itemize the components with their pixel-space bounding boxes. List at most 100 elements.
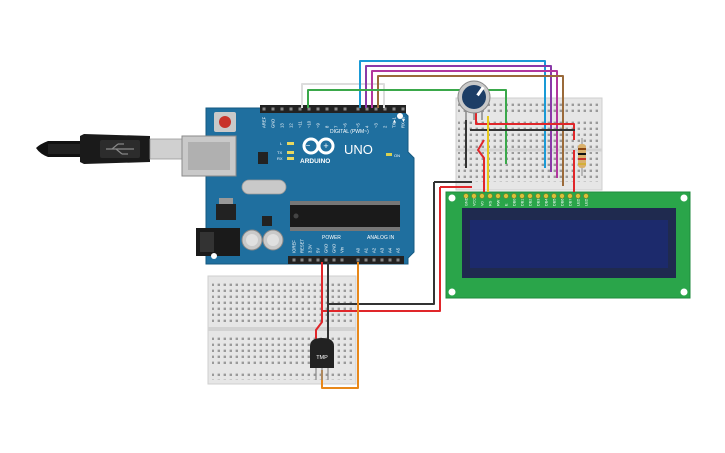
analog-pin-label: A4 — [388, 247, 393, 253]
digital-pin — [325, 107, 329, 111]
analog-pin — [396, 258, 400, 262]
temperature-sensor: TMP — [310, 338, 334, 380]
wire-red-top — [475, 108, 575, 140]
power-pin — [324, 258, 328, 262]
lcd-pin-label: RW — [497, 199, 501, 206]
digital-pin — [383, 107, 387, 111]
digital-pin — [392, 107, 396, 111]
power-pin-label: IOREF — [292, 240, 297, 253]
power-pin — [300, 258, 304, 262]
resistor — [578, 138, 586, 176]
arduino-brand-text: ARDUINO — [300, 158, 330, 165]
analog-pin-label: A5 — [396, 247, 401, 253]
microcontroller-chip — [290, 201, 400, 231]
digital-pin-label: 12 — [289, 123, 294, 128]
lcd-pin-label: VCC — [473, 198, 477, 206]
lcd-pin-label: DB1 — [521, 199, 525, 206]
digital-pin-label: AREF — [262, 116, 267, 128]
lcd-pin — [567, 193, 573, 199]
lcd-pin — [543, 193, 549, 199]
crystal-oscillator — [241, 179, 287, 195]
wire-red-pot — [477, 139, 485, 192]
power-pin-label: GND — [332, 244, 337, 253]
power-pin — [316, 258, 320, 262]
lcd-pin — [559, 193, 565, 199]
power-pin — [332, 258, 336, 262]
svg-text:RX: RX — [277, 156, 283, 161]
digital-pin-label: ~9 — [316, 123, 321, 128]
on-label: ON — [394, 153, 400, 158]
digital-pin-label: GND — [271, 119, 276, 128]
digital-pin-label: 7 — [334, 125, 339, 128]
power-pin-label: 5V — [316, 248, 321, 253]
digital-pin — [280, 107, 284, 111]
digital-pin — [334, 107, 338, 111]
analog-pin — [364, 258, 368, 262]
digital-pin — [356, 107, 360, 111]
analog-pin — [356, 258, 360, 262]
power-pin — [340, 258, 344, 262]
wires — [301, 60, 575, 389]
lcd-pin-label: DB4 — [545, 199, 549, 206]
digital-header-label: DIGITAL (PWM~) — [330, 129, 369, 135]
wire-green — [307, 89, 507, 164]
digital-pin-label: 8 — [325, 125, 330, 128]
power-pin-label: GND — [324, 244, 329, 253]
digital-pin — [298, 107, 302, 111]
lcd-pin — [519, 193, 525, 199]
digital-pin-label: ~3 — [374, 123, 379, 128]
lcd-pin-label: DB7 — [569, 199, 573, 206]
digital-pin — [316, 107, 320, 111]
lcd-screen — [470, 220, 668, 268]
lcd-pin — [511, 193, 517, 199]
potentiometer — [457, 80, 491, 120]
digital-header — [260, 105, 406, 113]
analog-pin — [372, 258, 376, 262]
digital-pin-label: RX◀0 — [401, 116, 406, 128]
voltage-regulator — [216, 204, 236, 220]
digital-pin — [401, 107, 405, 111]
usb-cable — [36, 134, 183, 164]
power-pin — [292, 258, 296, 262]
digital-pin-label: 2 — [383, 125, 388, 128]
digital-pin-label: ~10 — [307, 120, 312, 128]
analog-pin — [380, 258, 384, 262]
analog-pin — [388, 258, 392, 262]
lcd-pin — [487, 193, 493, 199]
sensor-label: TMP — [316, 355, 328, 361]
analog-pin-label: A3 — [380, 247, 385, 253]
digital-pin — [307, 107, 311, 111]
analog-header-label: ANALOG IN — [367, 235, 395, 241]
digital-pin-label: ~11 — [298, 121, 303, 128]
digital-pin-label: 13 — [280, 123, 285, 128]
lcd-pin — [463, 193, 469, 199]
lcd-pin — [479, 193, 485, 199]
lcd-pin — [471, 193, 477, 199]
digital-pin-label: ~6 — [343, 123, 348, 128]
digital-pin-label: TX▶1 — [392, 116, 397, 128]
lcd-pin — [535, 193, 541, 199]
analog-pin-label: A0 — [356, 247, 361, 253]
wire-white — [301, 83, 385, 108]
svg-text:−: − — [306, 141, 311, 150]
power-header-label: POWER — [322, 235, 341, 241]
wire-blue — [359, 60, 546, 168]
lcd-pin — [527, 193, 533, 199]
lcd-pin — [551, 193, 557, 199]
lcd-pin-label: DB5 — [553, 199, 557, 206]
digital-pin — [262, 107, 266, 111]
power-pin-label: RESET — [300, 239, 305, 253]
svg-text:TX: TX — [277, 150, 282, 155]
usb-icon — [106, 143, 134, 155]
lcd-pin-label: LED — [577, 198, 581, 206]
analog-pin-label: A2 — [372, 247, 377, 253]
status-leds: L TX RX — [277, 141, 294, 161]
lcd-pin — [575, 193, 581, 199]
wire-black-gnd — [327, 181, 472, 305]
wire-purple — [365, 65, 552, 172]
power-pin-label: Vin — [340, 246, 345, 253]
lcd-pin-label: V0 — [481, 201, 485, 206]
